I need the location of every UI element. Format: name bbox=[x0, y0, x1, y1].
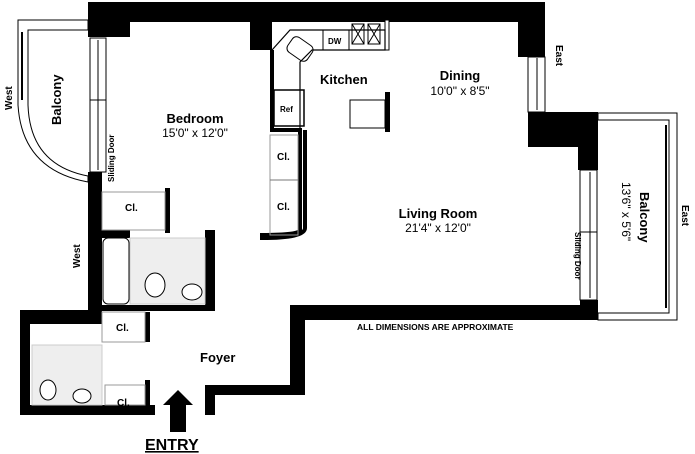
entry-arrow-icon bbox=[163, 390, 193, 432]
living-room-name: Living Room bbox=[399, 206, 478, 221]
bathtub-icon bbox=[102, 237, 130, 305]
kitchen-wall bbox=[260, 50, 307, 241]
toilet-icon bbox=[39, 379, 57, 401]
walls bbox=[20, 2, 598, 415]
compass-west-label: West bbox=[4, 86, 15, 110]
bedroom-dimensions: 15'0" x 12'0" bbox=[162, 126, 228, 140]
east-balcony-railing bbox=[597, 112, 678, 321]
east-sliding-door bbox=[579, 169, 598, 301]
sink-icon bbox=[72, 388, 92, 404]
closet-label: Cl. bbox=[277, 202, 290, 213]
sliding-door-label: Sliding Door bbox=[107, 134, 116, 182]
kitchen-name: Kitchen bbox=[320, 72, 368, 87]
closet-label: Cl. bbox=[125, 203, 138, 214]
foyer-name: Foyer bbox=[200, 350, 235, 365]
east-balcony-name: Balcony bbox=[637, 192, 652, 243]
closet-label: Cl. bbox=[277, 152, 290, 163]
sliding-door-label: Sliding Door bbox=[573, 232, 582, 280]
closet-bedroom bbox=[101, 191, 166, 231]
closet-foyer-2 bbox=[104, 384, 146, 406]
refrigerator-label: Ref bbox=[280, 105, 293, 114]
closet-label: Cl. bbox=[116, 323, 129, 334]
stove-icon bbox=[351, 23, 381, 45]
toilet-icon bbox=[144, 272, 166, 298]
east-balcony-dimensions: 13'6" x 5'6" bbox=[619, 182, 633, 241]
bedroom-name: Bedroom bbox=[166, 111, 223, 126]
sink-icon bbox=[286, 36, 314, 62]
dining-name: Dining bbox=[440, 68, 480, 83]
powder-room bbox=[31, 344, 103, 406]
dining-dimensions: 10'0" x 8'5" bbox=[430, 84, 489, 98]
entry-label[interactable]: ENTRY bbox=[145, 437, 199, 454]
bathroom bbox=[102, 237, 206, 305]
west-balcony-railing bbox=[17, 19, 89, 183]
refrigerator bbox=[273, 89, 305, 127]
kitchen-counter-island bbox=[349, 99, 386, 129]
closet-kitchen bbox=[269, 134, 299, 236]
west-balcony-name: Balcony bbox=[49, 74, 64, 125]
compass-west-label-2: West bbox=[72, 244, 83, 268]
living-room-dimensions: 21'4" x 12'0" bbox=[405, 221, 471, 235]
kitchen-counter bbox=[271, 29, 386, 130]
east-window bbox=[527, 56, 546, 113]
compass-east-label: East bbox=[553, 45, 564, 67]
dishwasher-label: DW bbox=[328, 37, 342, 46]
dimensions-note: ALL DIMENSIONS ARE APPROXIMATE bbox=[357, 322, 514, 332]
closet-foyer bbox=[101, 311, 146, 343]
sink-icon bbox=[181, 283, 203, 301]
compass-east-label-2: East bbox=[679, 205, 690, 227]
dishwasher bbox=[322, 29, 350, 51]
closet-label: Cl. bbox=[117, 398, 130, 409]
west-sliding-door bbox=[89, 37, 107, 173]
